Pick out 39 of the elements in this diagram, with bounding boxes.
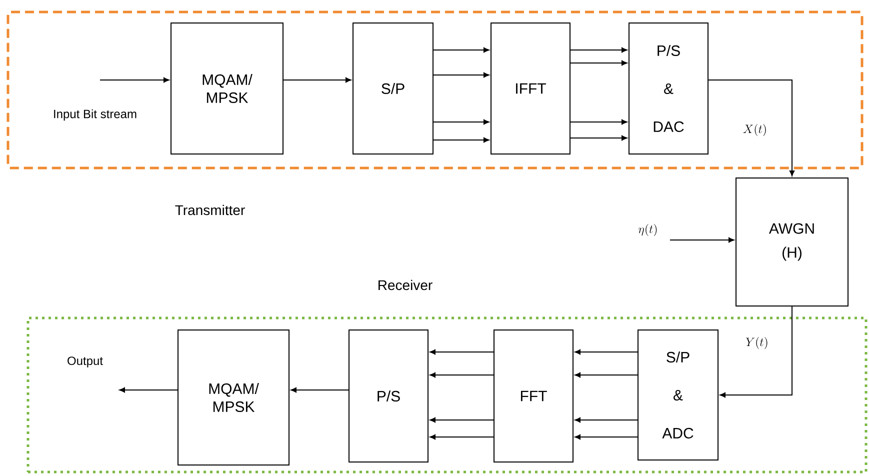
- process-box: MQAM/ MPSK: [170, 22, 284, 154]
- text-label: Output: [68, 356, 103, 368]
- process-box: AWGN (H): [736, 178, 849, 306]
- group-title: Transmitter: [175, 204, 245, 216]
- group-title: Receiver: [378, 280, 432, 290]
- arrow: [430, 372, 494, 378]
- arrow: [433, 47, 490, 53]
- arrow: [574, 434, 638, 440]
- arrow: [290, 387, 349, 393]
- arrow: [430, 417, 494, 423]
- arrow: [433, 72, 490, 78]
- process-box: MQAM/ MPSK: [178, 330, 290, 466]
- process-box: P/S & DAC: [628, 22, 708, 154]
- arrow: [430, 349, 494, 355]
- arrow: [670, 237, 734, 243]
- arrow: [433, 119, 490, 125]
- process-box: FFT: [494, 330, 574, 462]
- arrow: [574, 417, 638, 423]
- arrow: [100, 77, 170, 83]
- arrow: [283, 77, 352, 83]
- arrow: [574, 349, 638, 355]
- process-box: P/S: [348, 330, 428, 462]
- arrow: [708, 80, 795, 176]
- arrow: [570, 119, 628, 125]
- arrow: [430, 434, 494, 440]
- arrow: [433, 137, 490, 143]
- arrow: [574, 372, 638, 378]
- arrow: [720, 306, 793, 398]
- edge-label: $\eta(t)$: [637, 223, 659, 237]
- arrow: [570, 135, 628, 141]
- process-box: S/P: [352, 22, 434, 154]
- edge-label: $Y(t)$: [744, 336, 770, 350]
- process-box: S/P & ADC: [638, 330, 719, 460]
- edge-label: $X(t)$: [742, 123, 768, 137]
- arrow: [119, 387, 178, 393]
- text-label: Input Bit stream: [54, 109, 136, 121]
- process-box: IFFT: [490, 22, 570, 154]
- arrow: [570, 47, 628, 53]
- arrow: [570, 60, 628, 66]
